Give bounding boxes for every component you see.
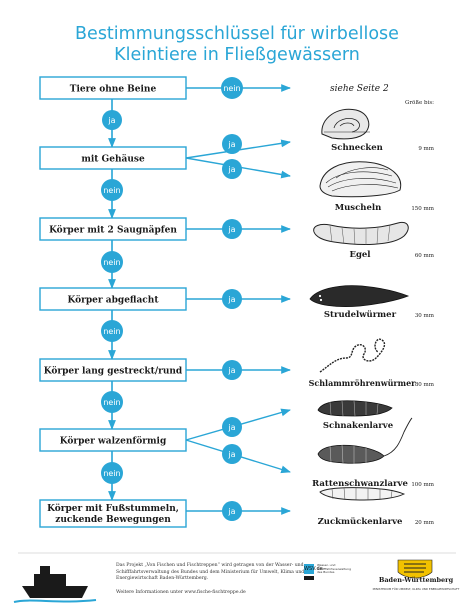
no-bubbles: nein nein nein nein nein nein: [101, 77, 243, 484]
wsv-label: WSV.de: [304, 566, 323, 572]
key-box-1: Tiere ohne Beine: [39, 76, 187, 100]
yes-bubble-1: ja: [107, 116, 115, 125]
animal-size-3: 60 mm: [415, 253, 435, 259]
yes-bubbles: ja ja ja ja ja ja ja ja ja: [102, 110, 242, 521]
key-box-4: Körper abgeflacht: [39, 287, 187, 311]
no-bubble-2: nein: [103, 186, 120, 195]
wsv-subtitle: Wasser- und Schifffahrtsverwaltung des B…: [317, 563, 351, 575]
key-label-1: Tiere ohne Beine: [70, 85, 157, 95]
yes-bubble-4: ja: [227, 225, 235, 234]
key-label-7a: Körper mit Fußstummeln,: [47, 503, 179, 514]
footer-more-info: Weitere Informationen unter www.fische-f…: [116, 590, 246, 595]
yes-bubble-5: ja: [227, 295, 235, 304]
key-label-5: Körper lang gestreckt/rund: [44, 366, 183, 377]
flatworm-icon: [309, 285, 410, 307]
cranefly-larva-icon: [317, 400, 393, 417]
animal-name-2: Muscheln: [335, 203, 382, 213]
yes-bubble-9: ja: [227, 507, 235, 516]
key-label-4: Körper abgeflacht: [68, 295, 160, 306]
animal-size-8: 20 mm: [415, 520, 435, 526]
tubifex-worm-icon: [319, 338, 386, 373]
no-bubble-6: nein: [103, 469, 120, 478]
midge-larva-icon: [319, 487, 406, 501]
boat-logo-icon: [13, 566, 97, 603]
animal-name-7: Rattenschwanzlarve: [312, 479, 408, 489]
key-box-3: Körper mit 2 Saugnäpfen: [39, 217, 187, 241]
key-box-2: mit Gehäuse: [39, 146, 187, 170]
wsv-logo-icon: [304, 564, 314, 580]
key-box-6: Körper walzenförmig: [39, 428, 187, 452]
animal-size-7: 100 mm: [411, 482, 434, 488]
no-bubble-1: nein: [223, 84, 240, 93]
animal-size-2: 150 mm: [411, 206, 434, 212]
leech-icon: [313, 221, 409, 246]
key-label-3: Körper mit 2 Saugnäpfen: [49, 225, 177, 236]
animal-name-5: Schlammröhrenwürmer: [309, 378, 417, 388]
bw-label: Baden-Württemberg: [378, 576, 454, 584]
rat-tailed-maggot-icon: [317, 417, 413, 464]
see-page-note: siehe Seite 2: [330, 84, 389, 94]
mussel-shell-icon: [319, 161, 402, 198]
animal-size-5: 80 mm: [415, 382, 435, 388]
key-label-6: Körper walzenförmig: [60, 436, 167, 447]
yes-bubble-8: ja: [227, 450, 235, 459]
animal-size-1: 9 mm: [418, 146, 434, 152]
key-box-5: Körper lang gestreckt/rund: [39, 358, 187, 382]
animal-size-4: 30 mm: [415, 313, 435, 319]
key-label-7b: zuckende Bewegungen: [55, 515, 171, 525]
animal-name-4: Strudelwürmer: [324, 309, 397, 320]
no-bubble-5: nein: [103, 398, 120, 407]
footer-project-text: Das Projekt „Von Fischen und Fischtreppe…: [116, 563, 305, 582]
animal-name-1: Schnecken: [331, 143, 383, 153]
yes-bubble-3: ja: [227, 165, 235, 174]
no-bubble-3: nein: [103, 258, 120, 267]
key-box-7: Körper mit Fußstummeln, zuckende Bewegun…: [39, 499, 187, 528]
yes-bubble-6: ja: [227, 366, 235, 375]
animal-name-6: Schnakenlarve: [323, 421, 394, 431]
size-header: Größe bis:: [405, 100, 434, 106]
page-title-line-2: Kleintiere in Fließgewässern: [114, 45, 360, 65]
yes-bubble-7: ja: [227, 423, 235, 432]
baden-wuerttemberg-crest-icon: [397, 559, 433, 579]
animal-name-3: Egel: [349, 250, 371, 260]
bw-subtitle: MINISTERIUM FÜR UMWELT, KLIMA UND ENERGI…: [372, 587, 460, 591]
yes-bubble-2: ja: [227, 140, 235, 149]
no-bubble-4: nein: [103, 327, 120, 336]
page-title-line-1: Bestimmungsschlüssel für wirbellose: [75, 24, 399, 44]
snail-shell-icon: [321, 108, 370, 140]
key-label-2: mit Gehäuse: [81, 154, 145, 165]
animal-name-8: Zuckmückenlarve: [318, 516, 403, 527]
